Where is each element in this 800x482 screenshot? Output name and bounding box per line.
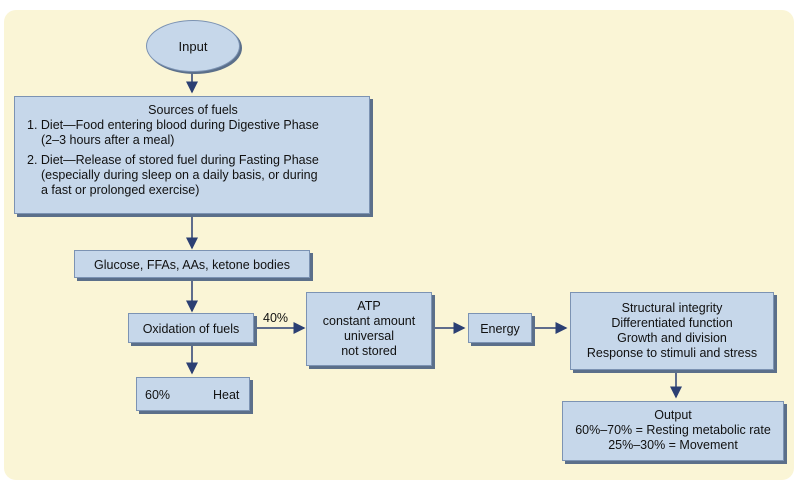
oxidation-label: Oxidation of fuels bbox=[142, 322, 240, 336]
fuels-box: Glucose, FFAs, AAs, ketone bodies bbox=[74, 250, 310, 278]
atp-percent-label: 40% bbox=[263, 311, 289, 325]
energy-label: Energy bbox=[480, 322, 520, 336]
source-item-2-line-3: a fast or prolonged exercise) bbox=[41, 183, 200, 197]
uses-line-4: Response to stimuli and stress bbox=[586, 346, 758, 360]
fuels-label: Glucose, FFAs, AAs, ketone bodies bbox=[94, 258, 290, 272]
sources-of-fuels-box: Sources of fuels 1. Diet—Food entering b… bbox=[14, 96, 370, 214]
source-item-2-line-1: 2. Diet—Release of stored fuel during Fa… bbox=[27, 153, 319, 167]
uses-line-1: Structural integrity bbox=[621, 301, 723, 315]
atp-line-1: ATP bbox=[357, 299, 381, 313]
sources-title: Sources of fuels bbox=[148, 103, 238, 117]
source-item-1-line-2: (2–3 hours after a meal) bbox=[41, 133, 175, 147]
source-item-1-line-1: 1. Diet—Food entering blood during Diges… bbox=[27, 118, 319, 132]
output-line-movement: 25%–30% = Movement bbox=[608, 438, 738, 452]
heat-percent: 60% bbox=[145, 388, 171, 402]
atp-line-2: constant amount bbox=[322, 314, 416, 328]
uses-line-3: Growth and division bbox=[617, 331, 727, 345]
atp-box: ATP constant amount universal not stored bbox=[306, 292, 432, 366]
source-item-2-line-2: (especially during sleep on a daily basi… bbox=[41, 168, 318, 182]
heat-box: 60% Heat bbox=[136, 377, 250, 411]
uses-line-2: Differentiated function bbox=[611, 316, 733, 330]
output-line-resting: 60%–70% = Resting metabolic rate bbox=[575, 423, 771, 437]
atp-line-4: not stored bbox=[341, 344, 397, 358]
input-label: Input bbox=[178, 38, 208, 54]
output-title: Output bbox=[654, 408, 692, 422]
oxidation-box: Oxidation of fuels bbox=[128, 313, 254, 343]
energy-uses-box: Structural integrity Differentiated func… bbox=[570, 292, 774, 370]
energy-box: Energy bbox=[468, 313, 532, 343]
heat-label: Heat bbox=[213, 388, 240, 402]
output-box: Output 60%–70% = Resting metabolic rate … bbox=[562, 401, 784, 461]
atp-line-3: universal bbox=[343, 329, 395, 343]
input-node: Input bbox=[146, 20, 240, 72]
